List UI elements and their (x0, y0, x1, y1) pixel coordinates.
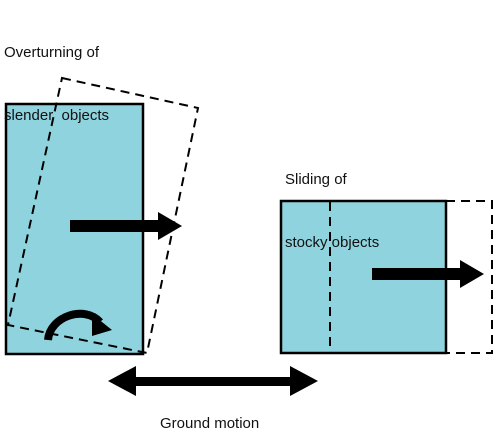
rotation-arrow-icon (44, 309, 112, 341)
slender-label: Overturning of slender objects (4, 0, 109, 147)
ground-motion-label: Ground motion (160, 415, 260, 432)
slender-label-line1: Overturning of (4, 44, 100, 61)
slender-label-line2: slender objects (4, 107, 110, 124)
stocky-object-displaced-outline (446, 200, 493, 354)
stocky-label-line1: Sliding of (285, 171, 347, 188)
stocky-force-arrow (372, 260, 484, 288)
slender-object-tilted-outline (6, 76, 200, 355)
ground-motion-arrow (108, 366, 318, 396)
slender-force-arrow (70, 212, 182, 240)
stocky-label: Sliding of stocky objects (285, 127, 379, 274)
stocky-label-line2: stocky objects (285, 234, 380, 251)
